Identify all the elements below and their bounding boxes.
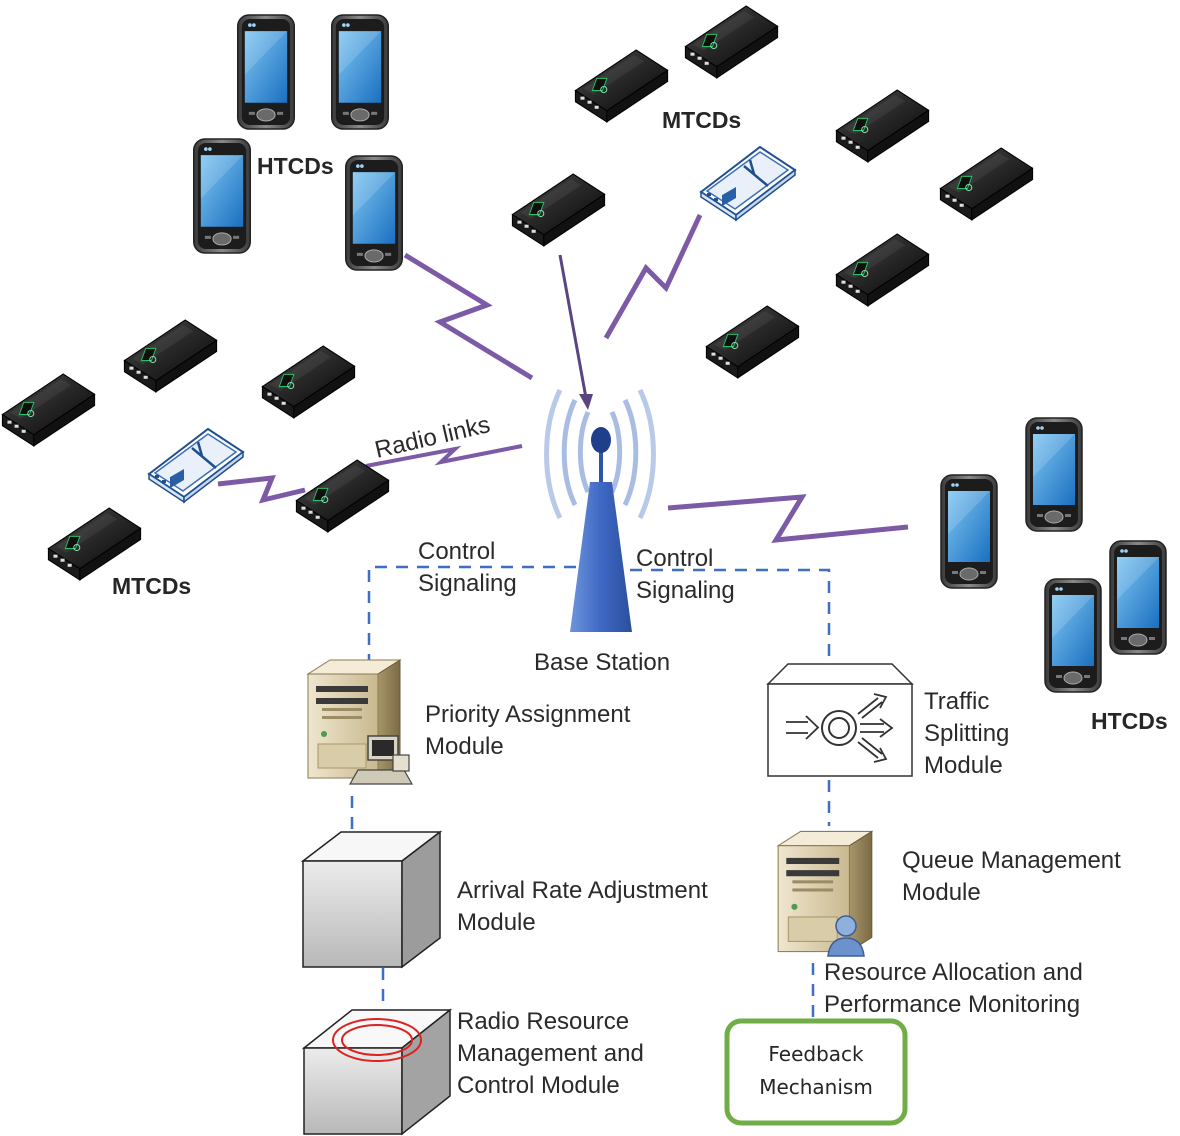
smartphone-icon [1044, 578, 1102, 693]
control-signaling-right-label-line2: Signaling [636, 577, 735, 604]
resource-module-label-line1: Resource Allocation and [824, 959, 1083, 986]
mtc-device-icon [123, 319, 218, 393]
control-signaling-right-line [630, 568, 831, 1018]
mtc-device-icon [1, 373, 96, 447]
radio-module-label-line3: Control Module [457, 1072, 620, 1099]
smartphone-icon [1109, 540, 1167, 655]
htcds-label-top: HTCDs [257, 153, 334, 179]
resource-module-label-line2: Performance Monitoring [824, 991, 1080, 1018]
priority-module-label-line1: Priority Assignment [425, 701, 631, 728]
priority-module-label-line2: Module [425, 733, 504, 760]
priority-assignment-server-icon [307, 659, 414, 785]
queue-module-label-line2: Module [902, 879, 981, 906]
smartphone-icon [236, 14, 296, 130]
mtc-device-icon [705, 305, 800, 379]
arrival-module-label-line1: Arrival Rate Adjustment [457, 877, 708, 904]
radio-link-modem-top [603, 213, 703, 340]
traffic-module-label-line3: Module [924, 752, 1003, 779]
control-signaling-left-line [350, 565, 576, 1010]
arrival-module-label-line2: Module [457, 909, 536, 936]
queue-management-server-icon [777, 830, 873, 957]
modem-icon [699, 145, 797, 222]
mtc-device-icon [684, 5, 779, 79]
base-station-tower [544, 388, 656, 632]
mtcd-group-left [1, 319, 390, 581]
traffic-splitting-box-icon [766, 663, 914, 777]
feedback-mechanism-box [724, 1018, 908, 1126]
mtc-device-icon [261, 345, 356, 419]
desktop-computer-icon [348, 735, 414, 785]
mtc-device-icon [939, 147, 1034, 221]
mtcds-label-top: MTCDs [662, 107, 741, 133]
feedback-label-line1: Feedback [768, 1042, 864, 1066]
radio-resource-management-box-icon [301, 1008, 453, 1136]
htcd-group-top [192, 14, 404, 271]
smartphone-icon [330, 14, 390, 130]
radio-module-label-line2: Management and [457, 1040, 644, 1067]
mtc-device-icon [47, 507, 142, 581]
smartphone-icon [192, 138, 252, 254]
mtcd-group-top [511, 5, 1034, 379]
mtc-device-icon [835, 89, 930, 163]
radio-module-label-line1: Radio Resource [457, 1008, 629, 1035]
mtc-device-icon [574, 49, 669, 123]
radio-link-htcd-right [667, 494, 909, 543]
control-signaling-left-label-line1: Control [418, 538, 495, 565]
smartphone-icon [1025, 417, 1083, 532]
radio-link-left [217, 444, 523, 504]
arrival-rate-adjustment-box-icon [300, 830, 443, 969]
radio-link-htcd-top [403, 252, 534, 381]
base-station-label: Base Station [534, 649, 670, 676]
mtc-device-icon [295, 459, 390, 533]
modem-icon [147, 427, 245, 504]
queue-module-label-line1: Queue Management [902, 847, 1121, 874]
traffic-module-label-line2: Splitting [924, 720, 1009, 747]
htcd-group-right [940, 417, 1167, 693]
htcds-label-right: HTCDs [1091, 708, 1168, 734]
control-signaling-right-label-line1: Control [636, 545, 713, 572]
control-signaling-left-label-line2: Signaling [418, 570, 517, 597]
feedback-label-line2: Mechanism [759, 1075, 873, 1099]
smartphone-icon [940, 474, 998, 589]
mtc-device-icon [511, 173, 606, 247]
mtc-device-icon [835, 233, 930, 307]
traffic-module-label-line1: Traffic [924, 688, 989, 715]
smartphone-icon [344, 155, 404, 271]
mtcds-label-left: MTCDs [112, 573, 191, 599]
user-icon [827, 915, 865, 957]
radio-link-mtcd-top-arrow [558, 254, 593, 410]
